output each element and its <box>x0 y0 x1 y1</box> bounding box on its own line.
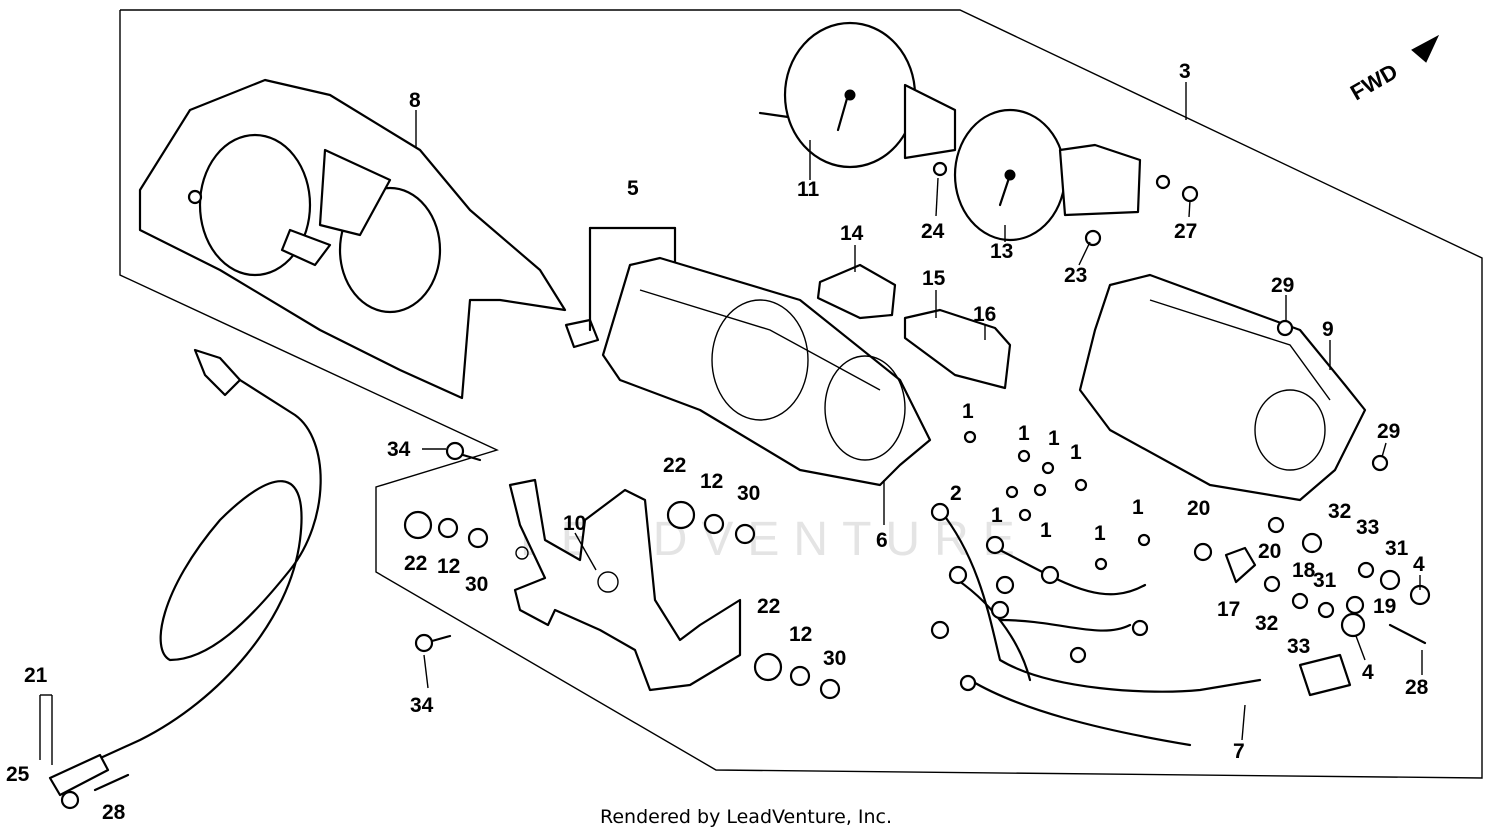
callout-22: 22 <box>663 454 686 477</box>
callout-1: 1 <box>1094 522 1106 545</box>
bulb-part <box>564 226 677 349</box>
assembly-outline <box>119 9 1483 779</box>
callout-13: 13 <box>990 240 1013 263</box>
callout-27: 27 <box>1174 220 1197 243</box>
wire-harness <box>930 502 1352 747</box>
callout-33: 33 <box>1356 516 1379 539</box>
callout-labels: 1 1 1 1 1 1 1 1 2 3 4 4 5 6 7 8 9 10 11 … <box>6 60 1429 824</box>
hardware-parts <box>93 161 1431 792</box>
callout-24: 24 <box>921 220 945 243</box>
speedometer <box>758 21 957 169</box>
forward-direction-arrow: FWD <box>1346 34 1440 106</box>
callout-6: 6 <box>876 529 888 552</box>
callout-34: 34 <box>410 694 434 717</box>
callout-1: 1 <box>1040 519 1052 542</box>
callout-20: 20 <box>1187 497 1210 520</box>
callout-1: 1 <box>991 504 1003 527</box>
callout-31: 31 <box>1385 537 1409 560</box>
callout-22: 22 <box>404 552 427 575</box>
callout-21: 21 <box>24 664 48 687</box>
callout-30: 30 <box>465 573 488 596</box>
callout-11: 11 <box>797 178 820 201</box>
callout-17: 17 <box>1217 598 1240 621</box>
callout-20: 20 <box>1258 540 1281 563</box>
callout-1: 1 <box>962 400 974 423</box>
callout-12: 12 <box>789 623 812 646</box>
callout-3: 3 <box>1179 60 1191 83</box>
speedometer-cable <box>48 348 322 810</box>
meter-visor <box>138 78 567 400</box>
callout-1: 1 <box>1070 441 1082 464</box>
callout-33: 33 <box>1287 635 1310 658</box>
callout-7: 7 <box>1233 740 1245 763</box>
leader-lines <box>39 82 1423 765</box>
callout-1: 1 <box>1048 427 1060 450</box>
callout-8: 8 <box>409 89 421 112</box>
callout-15: 15 <box>922 267 946 290</box>
callout-19: 19 <box>1373 595 1396 618</box>
callout-12: 12 <box>700 470 723 493</box>
callout-1: 1 <box>1132 496 1144 519</box>
meter-case <box>601 256 932 487</box>
callout-28: 28 <box>102 801 126 824</box>
callout-12: 12 <box>437 555 460 578</box>
callout-4: 4 <box>1362 661 1374 684</box>
callout-22: 22 <box>757 595 780 618</box>
callout-31: 31 <box>1313 569 1337 592</box>
callout-30: 30 <box>737 482 760 505</box>
callout-4: 4 <box>1413 553 1425 576</box>
callout-23: 23 <box>1064 264 1087 287</box>
footer-credit: Rendered by LeadVenture, Inc. <box>600 806 892 828</box>
fwd-label: FWD <box>1346 59 1402 106</box>
callout-2: 2 <box>950 482 962 505</box>
callout-29: 29 <box>1377 420 1400 443</box>
callout-34: 34 <box>387 438 411 461</box>
tachometer <box>953 108 1142 242</box>
meter-bracket <box>508 478 742 692</box>
callout-1: 1 <box>1018 422 1030 445</box>
meter-lower-case <box>1078 273 1367 502</box>
callout-29: 29 <box>1271 274 1294 297</box>
indicator-panel <box>816 263 1012 390</box>
callout-5: 5 <box>627 177 639 200</box>
callout-32: 32 <box>1328 500 1351 523</box>
callout-16: 16 <box>973 303 996 326</box>
callout-28: 28 <box>1405 676 1429 699</box>
callout-18: 18 <box>1292 559 1316 582</box>
callout-10: 10 <box>563 512 586 535</box>
callout-9: 9 <box>1322 318 1334 341</box>
callout-14: 14 <box>840 222 864 245</box>
callout-25: 25 <box>6 763 30 786</box>
callout-30: 30 <box>823 647 846 670</box>
callout-32: 32 <box>1255 612 1278 635</box>
